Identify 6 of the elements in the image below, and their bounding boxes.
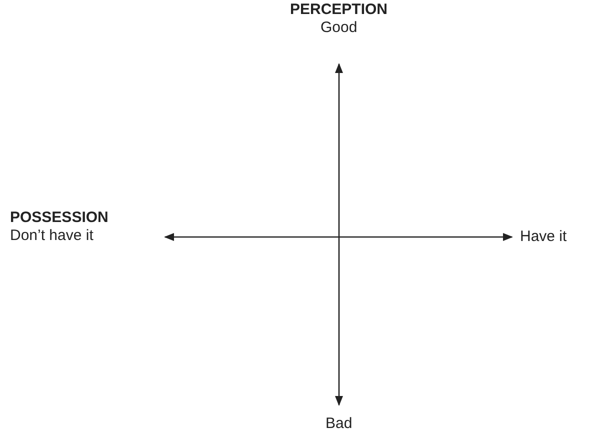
axis-end-label: Bad (326, 415, 352, 433)
axis-end-label: Don’t have it (10, 227, 94, 245)
axis-end-label: Good (320, 19, 358, 37)
axis-title: POSSESSION (10, 209, 108, 227)
axis-title: PERCEPTION (290, 1, 388, 19)
axis-end-label: Have it (520, 228, 567, 246)
